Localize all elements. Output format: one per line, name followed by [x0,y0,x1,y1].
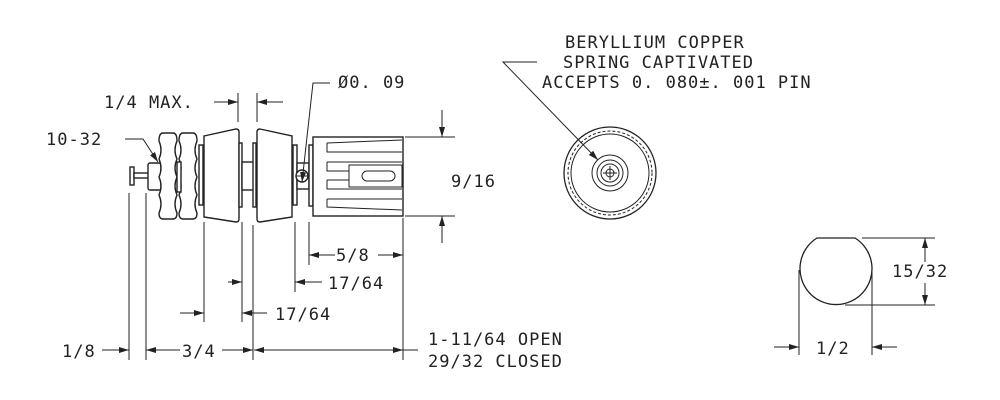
nut-spacer [176,161,182,193]
insulating-bushing-1 [203,128,240,223]
knurled-cap [312,136,404,217]
mounting-hole-view [774,237,935,355]
insulating-bushing-2 [256,128,293,223]
gap-dimension-label: 1/4 MAX. [104,93,194,113]
side-view-dimensions [102,82,455,360]
washer-3 [252,142,257,208]
hole-diameter-label: Ø0. 09 [338,73,405,93]
washer-1 [198,144,204,206]
closed-length-label: 29/32 CLOSED [428,352,563,372]
open-length-label: 1-11/64 OPEN [428,330,563,350]
hole-width-label: 1/2 [816,339,850,359]
body-height-label: 9/16 [451,172,496,192]
side-view-part [129,128,404,223]
shaft-to-body-label: 17/64 [328,274,384,294]
material-note-line-3: ACCEPTS 0. 080±. 001 PIN [542,73,812,93]
hex-nut-2 [178,132,198,220]
hex-nut-1 [158,132,178,220]
hole-height-label: 15/32 [892,262,948,282]
thread-label: 10-32 [46,130,102,150]
mount-length-label: 3/4 [182,342,216,362]
pin-length-label: 1/8 [62,342,96,362]
end-view [501,61,657,220]
body-length-label: 5/8 [336,246,370,266]
material-note-line-1: BERYLLIUM COPPER [565,33,745,53]
material-note-line-2: SPRING CAPTIVATED [563,53,754,73]
bushing-label: 17/64 [275,305,331,325]
